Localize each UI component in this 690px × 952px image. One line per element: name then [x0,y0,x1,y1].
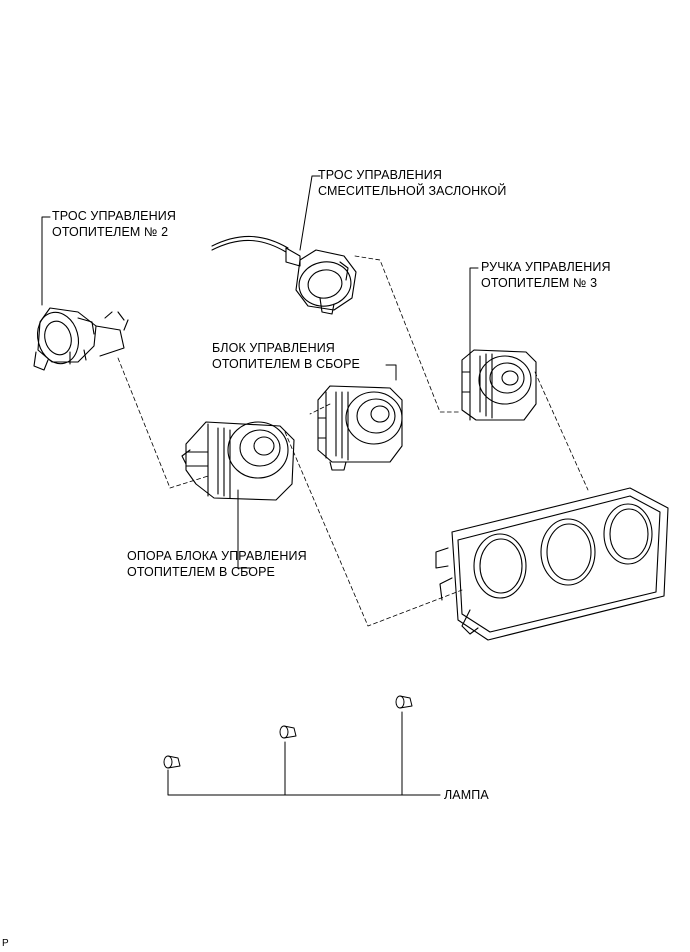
lamp-label: ЛАМПА [444,788,489,802]
mix-cable-part [211,235,357,315]
support-label: ОПОРА БЛОКА УПРАВЛЕНИЯ ОТОПИТЕЛЕМ В СБОР… [127,549,307,579]
knob-3-label: РУЧКА УПРАВЛЕНИЯ ОТОПИТЕЛЕМ № 3 [481,260,611,290]
control-unit-part [317,385,403,471]
leader-lines [41,175,479,796]
support-part [181,421,295,501]
heater-cable-2-label: ТРОС УПРАВЛЕНИЯ ОТОПИТЕЛЕМ № 2 [52,209,176,239]
heater-cable-2-part [33,307,129,371]
corner-code: P [2,938,9,949]
knob-3-part [461,349,537,421]
lamp-3-icon [395,695,413,709]
lamp-2-icon [279,725,297,739]
control-unit-label: БЛОК УПРАВЛЕНИЯ ОТОПИТЕЛЕМ В СБОРЕ [212,341,360,371]
alignment-lines [117,255,589,627]
bezel-part [435,487,669,641]
mix-cable-label: ТРОС УПРАВЛЕНИЯ СМЕСИТЕЛЬНОЙ ЗАСЛОНКОЙ [318,168,507,198]
lamp-1-icon [163,755,181,769]
